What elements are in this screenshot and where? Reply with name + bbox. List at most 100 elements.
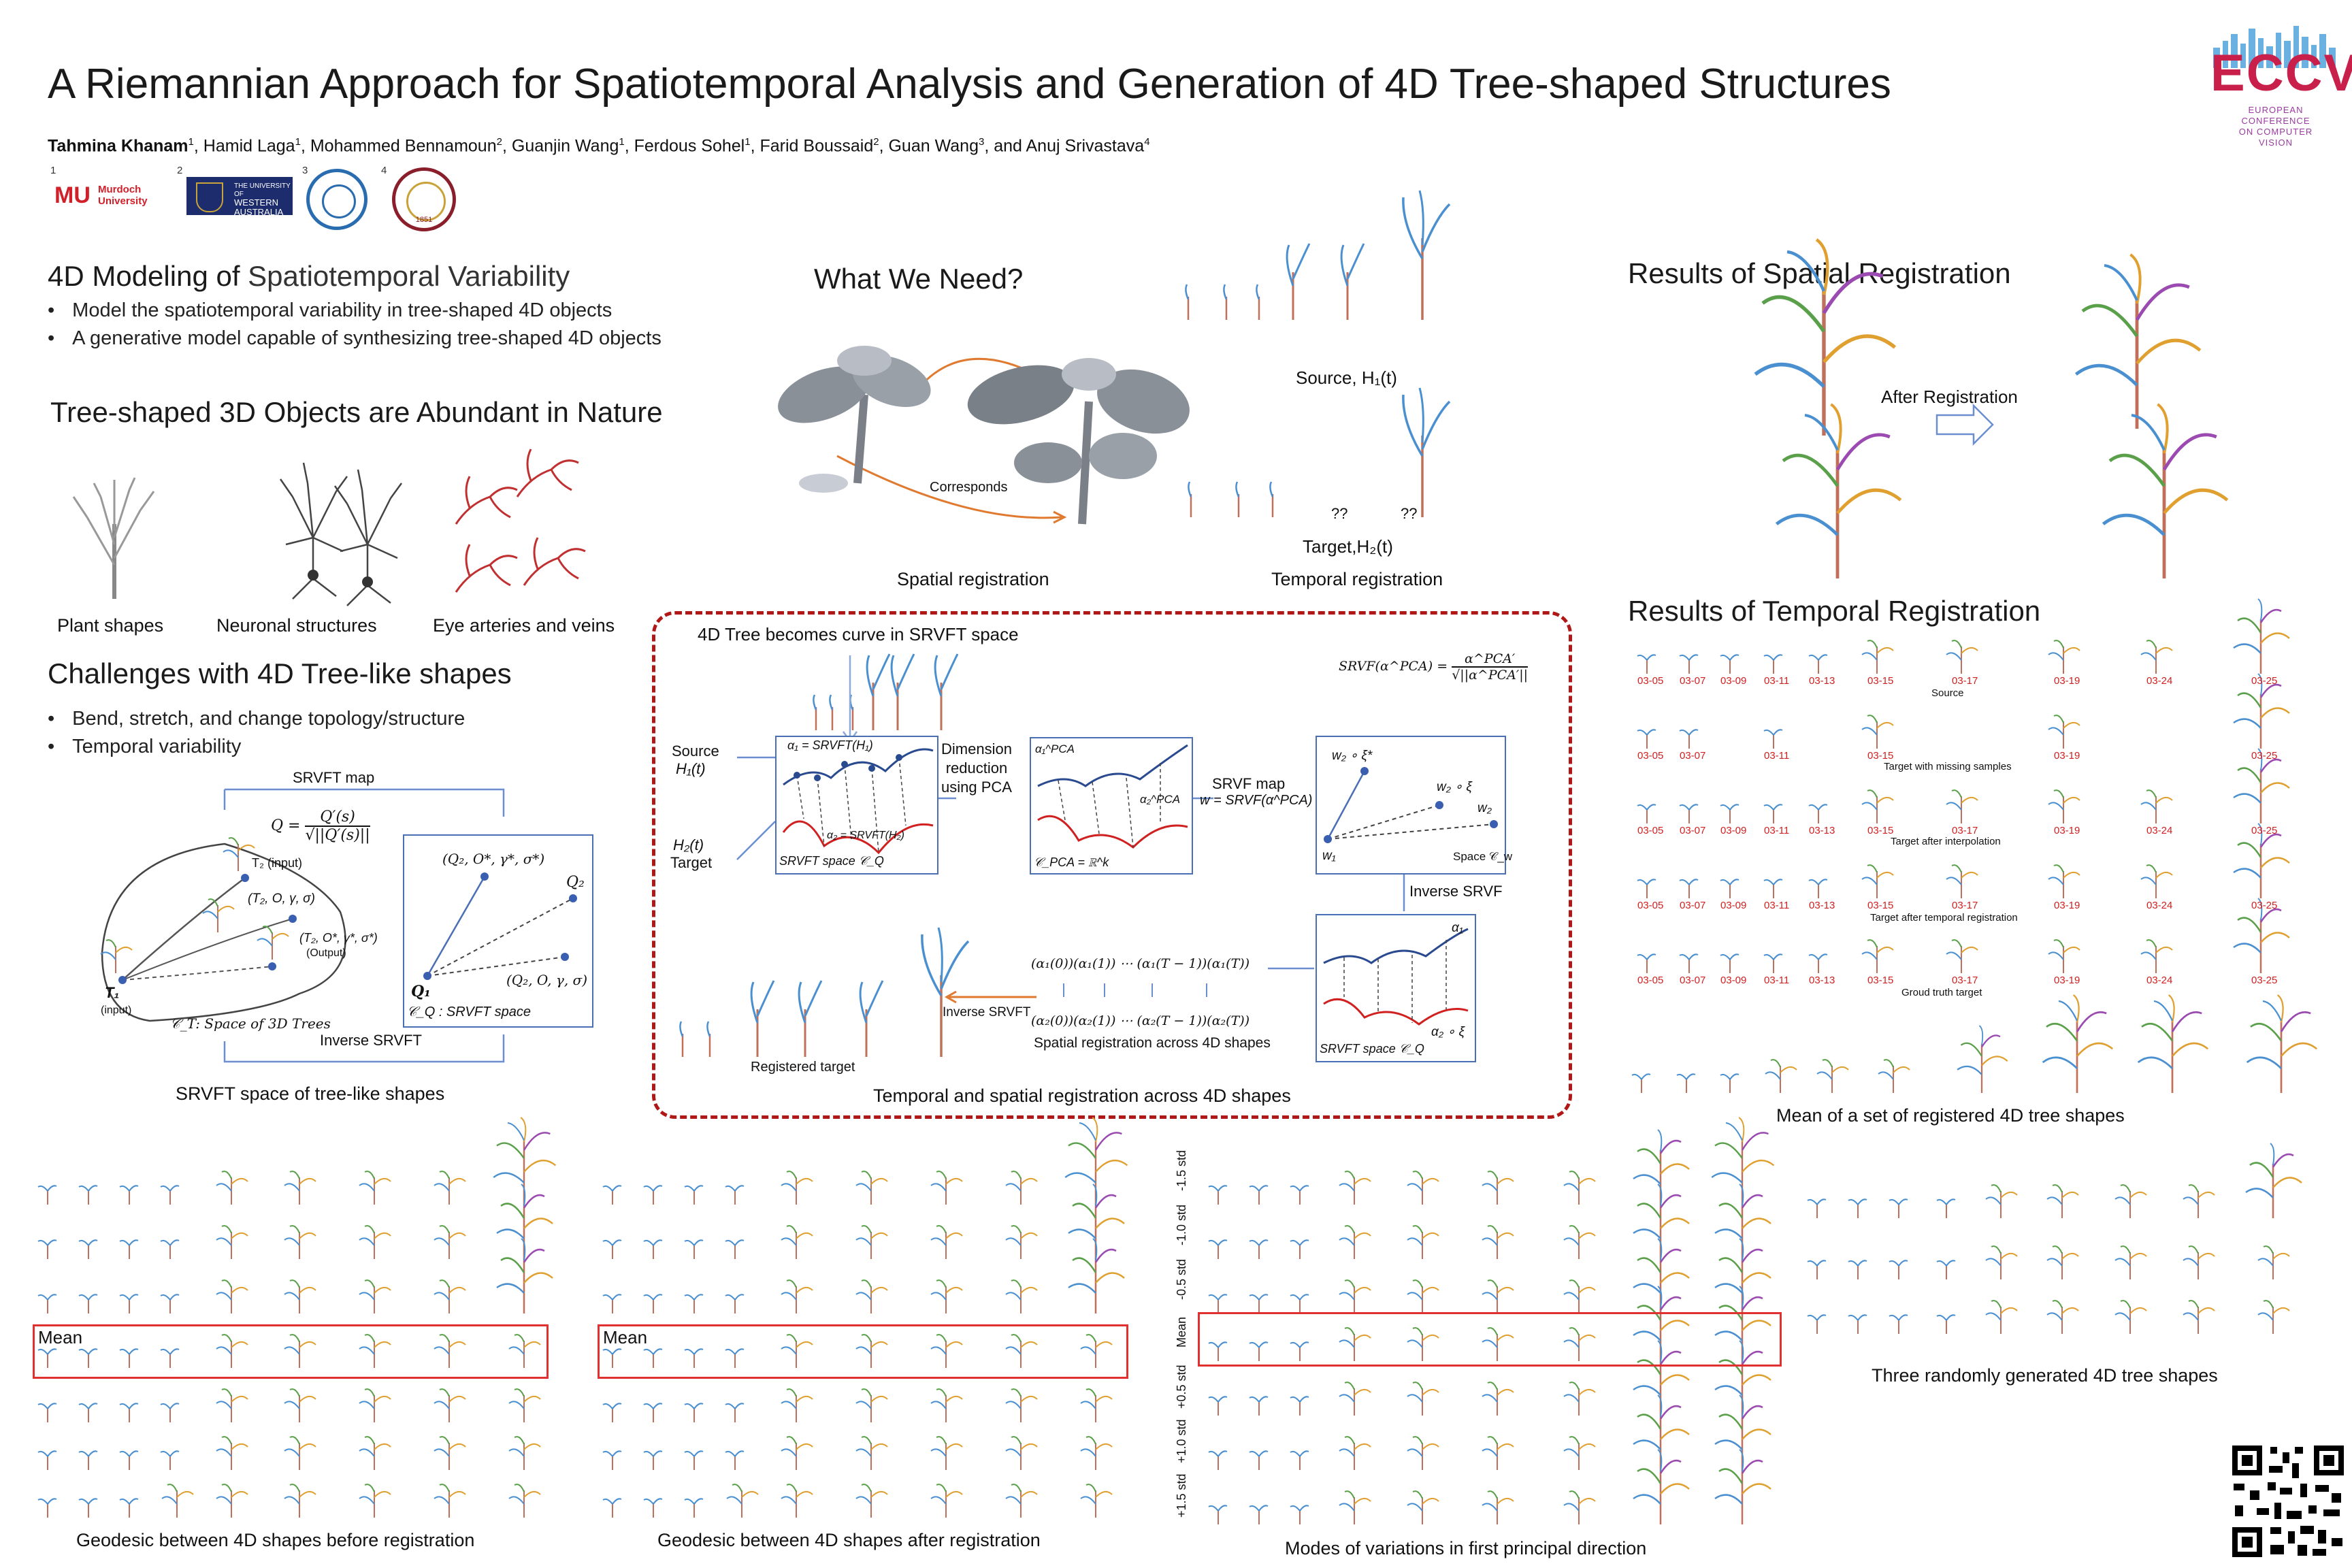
author-1: Tahmina Khanam bbox=[48, 136, 189, 156]
row-label-groundtruth: Groud truth target bbox=[1901, 987, 1982, 998]
sprout-src-6 bbox=[1402, 189, 1451, 321]
sprout-src-5 bbox=[1340, 242, 1365, 321]
r1-date-7: 03-19 bbox=[2054, 675, 2080, 687]
row-label-temporal: Target after temporal registration bbox=[1870, 912, 2018, 924]
std-label-m10: -1.0 std bbox=[1175, 1204, 1188, 1245]
sprout-src-3 bbox=[1256, 283, 1260, 321]
r4-date-7: 03-19 bbox=[2054, 900, 2080, 911]
author-4-sup: 1 bbox=[619, 136, 625, 148]
eccv-line3: ON COMPUTER bbox=[2238, 127, 2313, 137]
r3-date-5: 03-15 bbox=[1867, 825, 1894, 836]
r5-date-0: 03-05 bbox=[1637, 975, 1664, 986]
r1-date-0: 03-05 bbox=[1637, 675, 1664, 687]
row-label-missing: Target with missing samples bbox=[1884, 761, 2012, 772]
modeling-heading-b: Spatiotemporal Variability bbox=[248, 260, 570, 292]
reg-sprout-5 bbox=[859, 979, 884, 1058]
dim-red-3: using PCA bbox=[941, 779, 1012, 796]
r5-date-2: 03-09 bbox=[1720, 975, 1747, 986]
tree-t1-icon bbox=[100, 939, 133, 974]
gb-rows bbox=[37, 1116, 557, 1518]
reg-sprout-2 bbox=[706, 1020, 711, 1058]
geodesic-after-caption: Geodesic between 4D shapes after registr… bbox=[657, 1530, 1041, 1550]
r2-date-5: 03-25 bbox=[2251, 750, 2278, 762]
r2-date-3: 03-15 bbox=[1867, 750, 1894, 762]
srvft-space-panel-2: α₁ α₂ ∘ ξ SRVFT space 𝒞_Q bbox=[1316, 914, 1476, 1062]
srvft-space-diagram: SRVFT map Q = Q′(s) √||Q′(s)|| T₂ (input… bbox=[88, 769, 606, 1082]
plant-3d-large-icon bbox=[967, 358, 1190, 525]
ustc-seal-icon bbox=[306, 169, 368, 230]
srvft-formula: Q = Q′(s) √||Q′(s)|| bbox=[271, 808, 370, 844]
author-5-sup: 1 bbox=[745, 136, 751, 148]
r3-date-3: 03-11 bbox=[1764, 825, 1790, 836]
srvft-caption: SRVFT space of tree-like shapes bbox=[176, 1083, 445, 1104]
r4-date-1: 03-07 bbox=[1680, 900, 1706, 911]
qr-code-icon[interactable] bbox=[2230, 1443, 2347, 1560]
output-label: (Output) bbox=[306, 947, 346, 959]
pipe-inverse-srvft: Inverse SRVFT bbox=[943, 1005, 1031, 1019]
geodesic-after-panel: Mean bbox=[592, 1116, 1137, 1545]
eccv-subtitle: EUROPEAN CONFERENCE ON COMPUTER VISION bbox=[2208, 105, 2344, 148]
modes-panel: -1.5 std -1.0 std -0.5 std Mean +0.5 std… bbox=[1171, 1116, 1790, 1538]
eccv-line1: EUROPEAN bbox=[2248, 105, 2304, 115]
r4-date-4: 03-13 bbox=[1809, 900, 1835, 911]
pipe-sprout-5 bbox=[890, 653, 915, 732]
pipe-alpha2: α₂ = SRVFT(H₂) bbox=[827, 830, 904, 841]
geodesic-before-panel: Mean bbox=[27, 1116, 558, 1545]
modes-caption: Modes of variations in first principal d… bbox=[1285, 1538, 1647, 1558]
tree-output-icon bbox=[257, 926, 289, 960]
r4-date-2: 03-09 bbox=[1720, 900, 1747, 911]
srvf-formula-den: √||α^PCA′|| bbox=[1452, 668, 1529, 683]
r5-date-6: 03-17 bbox=[1952, 975, 1978, 986]
r3-date-0: 03-05 bbox=[1637, 825, 1664, 836]
geodesic-before-caption: Geodesic between 4D shapes before regist… bbox=[76, 1530, 475, 1550]
neuron-icon-2 bbox=[333, 468, 403, 607]
w2-label: w₂ bbox=[1477, 801, 1492, 815]
author-1-sup: 1 bbox=[188, 136, 194, 148]
author-3-sup: 2 bbox=[496, 136, 502, 148]
alpha2-xi: α₂ ∘ ξ bbox=[1431, 1025, 1465, 1039]
space-cw-label: Space 𝒞_w bbox=[1453, 850, 1513, 863]
t1-label: T₁ bbox=[105, 984, 120, 1001]
q2-label: Q₂ bbox=[566, 874, 585, 891]
t1-input-label: (input) bbox=[101, 1004, 132, 1016]
srvf-formula-lhs: SRVF(α^PCA) = bbox=[1339, 659, 1448, 674]
author-4: Guanjin Wang bbox=[511, 136, 619, 156]
uwa-line1: THE UNIVERSITY OF bbox=[234, 182, 291, 198]
sprout-src-2 bbox=[1223, 283, 1228, 321]
mean-label-before: Mean bbox=[38, 1327, 83, 1348]
challenges-bullet-1: Bend, stretch, and change topology/struc… bbox=[49, 708, 465, 730]
space-of-trees-label: 𝒞_T: Space of 3D Trees bbox=[170, 1015, 331, 1032]
author-6: Farid Boussaid bbox=[760, 136, 874, 156]
formula-q: Q = bbox=[271, 817, 301, 834]
srvft-map-label: SRVFT map bbox=[293, 769, 375, 786]
author-5: Ferdous Sohel bbox=[634, 136, 745, 156]
murdoch-mark: MU bbox=[54, 182, 91, 208]
modeling-heading: 4D Modeling of Spatiotemporal Variabilit… bbox=[48, 260, 570, 293]
pipe-sprout-2 bbox=[829, 693, 834, 732]
pipe-source-label: Source bbox=[672, 742, 719, 760]
r1-date-4: 03-13 bbox=[1809, 675, 1835, 687]
pipe-sprout-1 bbox=[813, 693, 817, 732]
r5-date-1: 03-07 bbox=[1680, 975, 1706, 986]
w-space-panel: w₂ ∘ ξ* w₂ ∘ ξ w₂ w₁ Space 𝒞_w bbox=[1316, 736, 1512, 875]
author-8-sup: 4 bbox=[1144, 136, 1150, 148]
w2-xi-star: w₂ ∘ ξ* bbox=[1332, 749, 1373, 763]
author-7: Guan Wang bbox=[888, 136, 979, 156]
aff-num-4: 4 bbox=[381, 165, 387, 176]
dim-reduction-label: Dimension reduction using PCA bbox=[941, 740, 1012, 797]
dim-red-1: Dimension bbox=[941, 740, 1012, 757]
r4-date-6: 03-17 bbox=[1952, 900, 1978, 911]
r3-date-1: 03-07 bbox=[1680, 825, 1706, 836]
mean-registered-caption: Mean of a set of registered 4D tree shap… bbox=[1776, 1105, 2125, 1126]
q1-label: Q₁ bbox=[411, 983, 431, 1000]
plant-correspondence: Corresponds bbox=[778, 346, 1190, 525]
formula-den: √||Q′(s)|| bbox=[305, 827, 370, 844]
poster-title: A Riemannian Approach for Spatiotemporal… bbox=[48, 61, 1891, 108]
mean-registered-row bbox=[1631, 994, 2318, 1094]
pipeline-caption: Temporal and spatial registration across… bbox=[873, 1085, 1291, 1106]
alpha1-right: α₁ bbox=[1452, 921, 1463, 935]
tree-t2-mid-icon bbox=[202, 898, 235, 933]
bare-tree-icon bbox=[74, 478, 154, 599]
need-heading: What We Need? bbox=[814, 263, 1024, 295]
r1-date-8: 03-24 bbox=[2146, 675, 2173, 687]
